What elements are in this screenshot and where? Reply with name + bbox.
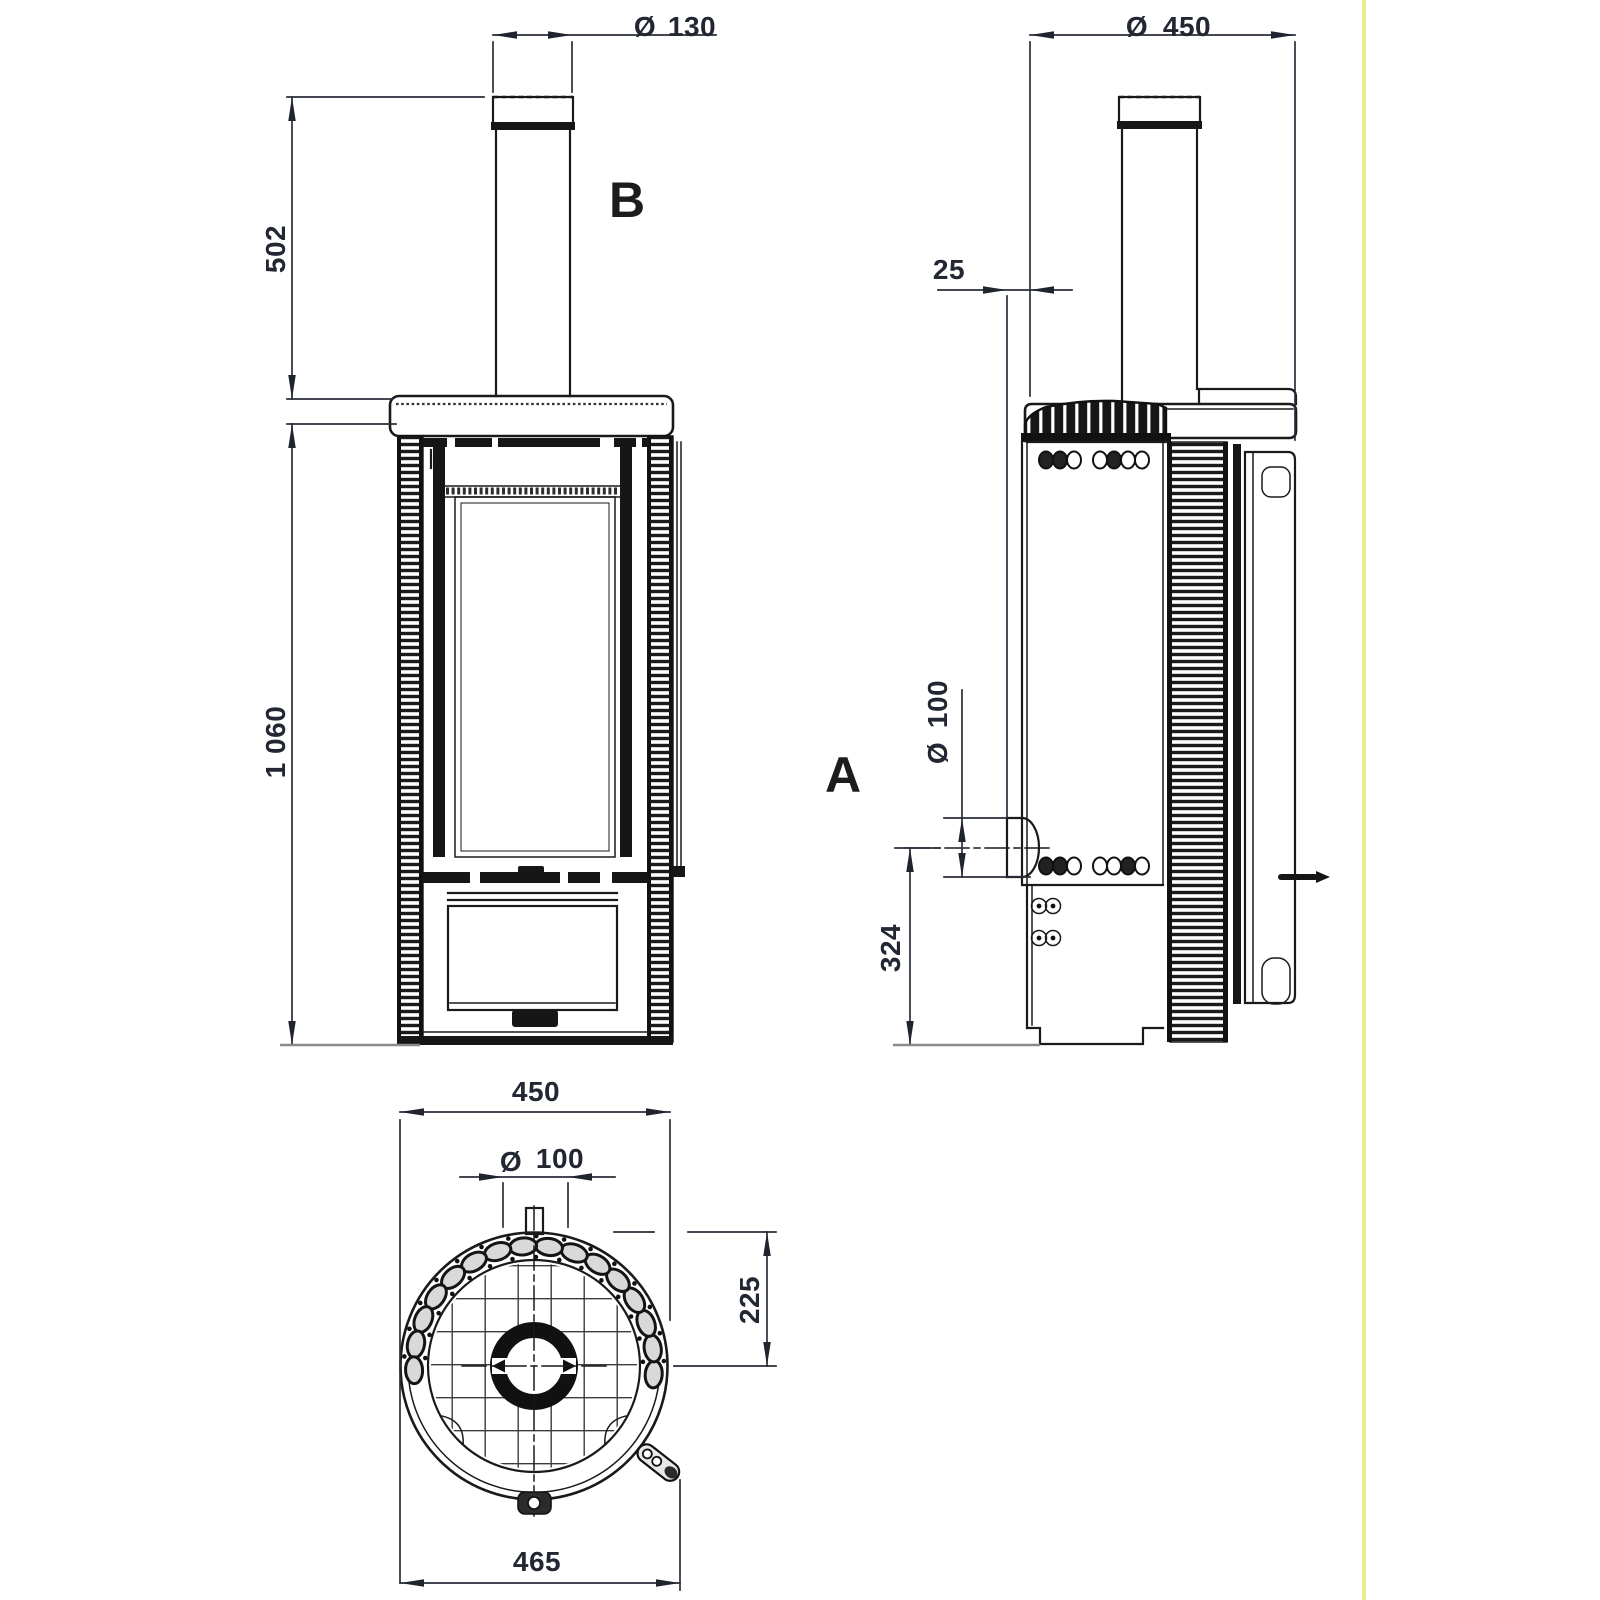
top-center-distance: 225: [734, 1276, 765, 1324]
front-left-column: [397, 435, 424, 1044]
side-bead-crown: [1021, 399, 1171, 443]
top-width: 450: [512, 1076, 560, 1107]
front-flue-height: 502: [260, 225, 291, 273]
side-view-label: A: [825, 747, 861, 803]
top-flue-stub: [524, 1206, 545, 1236]
front-lower-handle: [512, 1010, 558, 1027]
dimension-arrows: [288, 31, 1295, 1587]
side-body: [904, 440, 1170, 1046]
side-view: [904, 95, 1330, 1046]
top-latch: [517, 1491, 552, 1515]
front-right-column: [647, 435, 674, 1044]
top-outlet-dia-value: 100: [536, 1143, 584, 1174]
side-outlet-dia-value: 100: [922, 680, 953, 728]
side-outlet-dia-symbol: Ø: [922, 742, 953, 764]
front-flue-dia-symbol: Ø: [634, 11, 656, 42]
edge-strip: [1362, 0, 1366, 1600]
side-bolts: [1030, 897, 1062, 947]
top-door-handle: [636, 1443, 681, 1482]
side-door-handle: [1278, 871, 1330, 883]
side-dia-value: 450: [1163, 11, 1211, 42]
side-rear-offset: 25: [933, 254, 965, 285]
side-door-panel: [1243, 450, 1330, 1005]
front-flue-dia-value: 130: [668, 11, 716, 42]
top-notch-left: [439, 1414, 464, 1446]
front-view: [388, 95, 685, 1045]
top-view: [399, 1205, 681, 1517]
top-bead-ring: [402, 1233, 667, 1390]
front-flue-pipe: [491, 95, 575, 398]
side-vent-holes: [1038, 450, 1150, 876]
front-door-frame-left: [433, 447, 445, 857]
side-flue-pipe: [1117, 95, 1202, 406]
front-glass-door: [454, 496, 616, 858]
dimension-texts: Ø 130 502 1 060 B Ø 450 25 100 Ø 324 A 4…: [260, 11, 1211, 1577]
side-dia-symbol: Ø: [1126, 11, 1148, 42]
front-lower-door: [446, 904, 619, 1027]
front-base: [399, 1031, 673, 1045]
side-ribbed-column: [1167, 441, 1241, 1043]
top-outlet-dia-symbol: Ø: [500, 1146, 522, 1177]
front-latch: [518, 866, 544, 883]
side-outlet-height: 324: [875, 924, 906, 972]
top-notch-right: [604, 1414, 629, 1446]
front-top-plate: [388, 394, 675, 438]
front-door-frame-right: [620, 447, 632, 857]
front-view-label: B: [609, 172, 645, 228]
front-door-edge: [671, 441, 685, 877]
top-overall-width: 465: [513, 1546, 561, 1577]
front-body-height: 1 060: [260, 706, 291, 779]
front-top-band: [423, 438, 649, 447]
